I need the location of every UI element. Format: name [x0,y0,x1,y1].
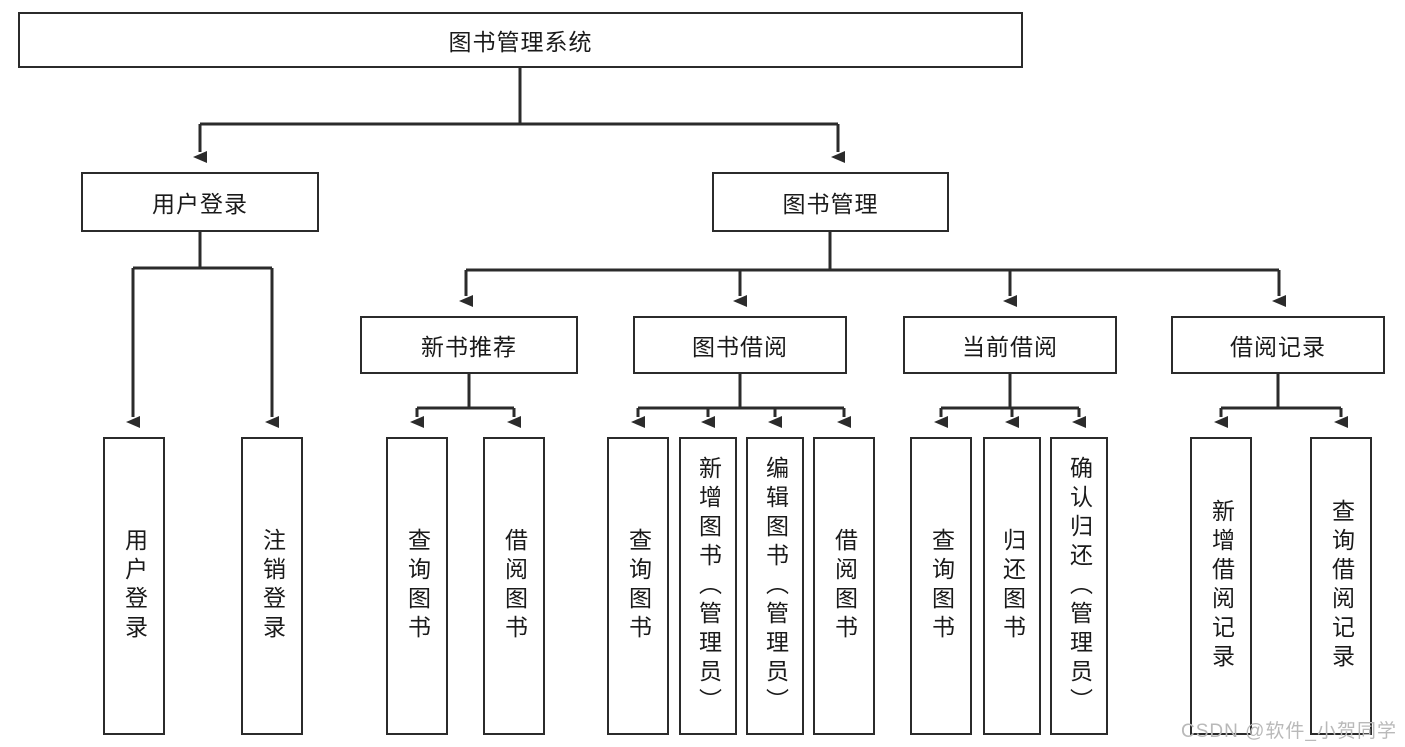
node-add-book-admin[interactable]: 新增图书（管理员） [679,437,737,735]
node-borrow-book-2-label: 借阅图书 [831,528,858,644]
node-return-book-label: 归还图书 [999,528,1026,644]
node-current-borrow-label: 当前借阅 [962,334,1058,360]
node-query-book-2[interactable]: 查询图书 [607,437,669,735]
node-root-label: 图书管理系统 [448,29,593,55]
node-user-login-leaf[interactable]: 用户登录 [103,437,165,735]
node-borrow-book-1-label: 借阅图书 [501,528,528,644]
node-user-login[interactable]: 用户登录 [81,172,319,232]
node-borrow-book-2[interactable]: 借阅图书 [813,437,875,735]
node-add-borrow-record[interactable]: 新增借阅记录 [1190,437,1252,735]
node-user-login-leaf-label: 用户登录 [121,528,148,644]
node-root[interactable]: 图书管理系统 [18,12,1023,68]
node-borrow-book-1[interactable]: 借阅图书 [483,437,545,735]
node-confirm-return-admin[interactable]: 确认归还（管理员） [1050,437,1108,735]
node-add-borrow-record-label: 新增借阅记录 [1208,499,1235,673]
node-query-book-1-label: 查询图书 [404,528,431,644]
node-current-borrow[interactable]: 当前借阅 [903,316,1117,374]
node-book-borrow-label: 图书借阅 [692,334,788,360]
node-edit-book-admin[interactable]: 编辑图书（管理员） [746,437,804,735]
node-query-borrow-record[interactable]: 查询借阅记录 [1310,437,1372,735]
node-return-book[interactable]: 归还图书 [983,437,1041,735]
node-book-management-label: 图书管理 [782,191,879,217]
node-user-logout-leaf-label: 注销登录 [259,528,286,644]
node-new-book-recommend[interactable]: 新书推荐 [360,316,578,374]
node-user-login-label: 用户登录 [152,191,248,217]
node-new-book-recommend-label: 新书推荐 [421,334,517,360]
node-add-book-admin-label: 新增图书（管理员） [695,455,722,717]
node-edit-book-admin-label: 编辑图书（管理员） [762,455,789,717]
node-query-borrow-record-label: 查询借阅记录 [1328,499,1355,673]
node-borrow-records[interactable]: 借阅记录 [1171,316,1385,374]
node-borrow-records-label: 借阅记录 [1230,334,1326,360]
node-book-borrow[interactable]: 图书借阅 [633,316,847,374]
node-confirm-return-admin-label: 确认归还（管理员） [1066,455,1093,717]
node-query-book-2-label: 查询图书 [625,528,652,644]
node-user-logout-leaf[interactable]: 注销登录 [241,437,303,735]
node-query-book-3-label: 查询图书 [928,528,955,644]
node-query-book-1[interactable]: 查询图书 [386,437,448,735]
node-query-book-3[interactable]: 查询图书 [910,437,972,735]
node-book-management[interactable]: 图书管理 [712,172,949,232]
